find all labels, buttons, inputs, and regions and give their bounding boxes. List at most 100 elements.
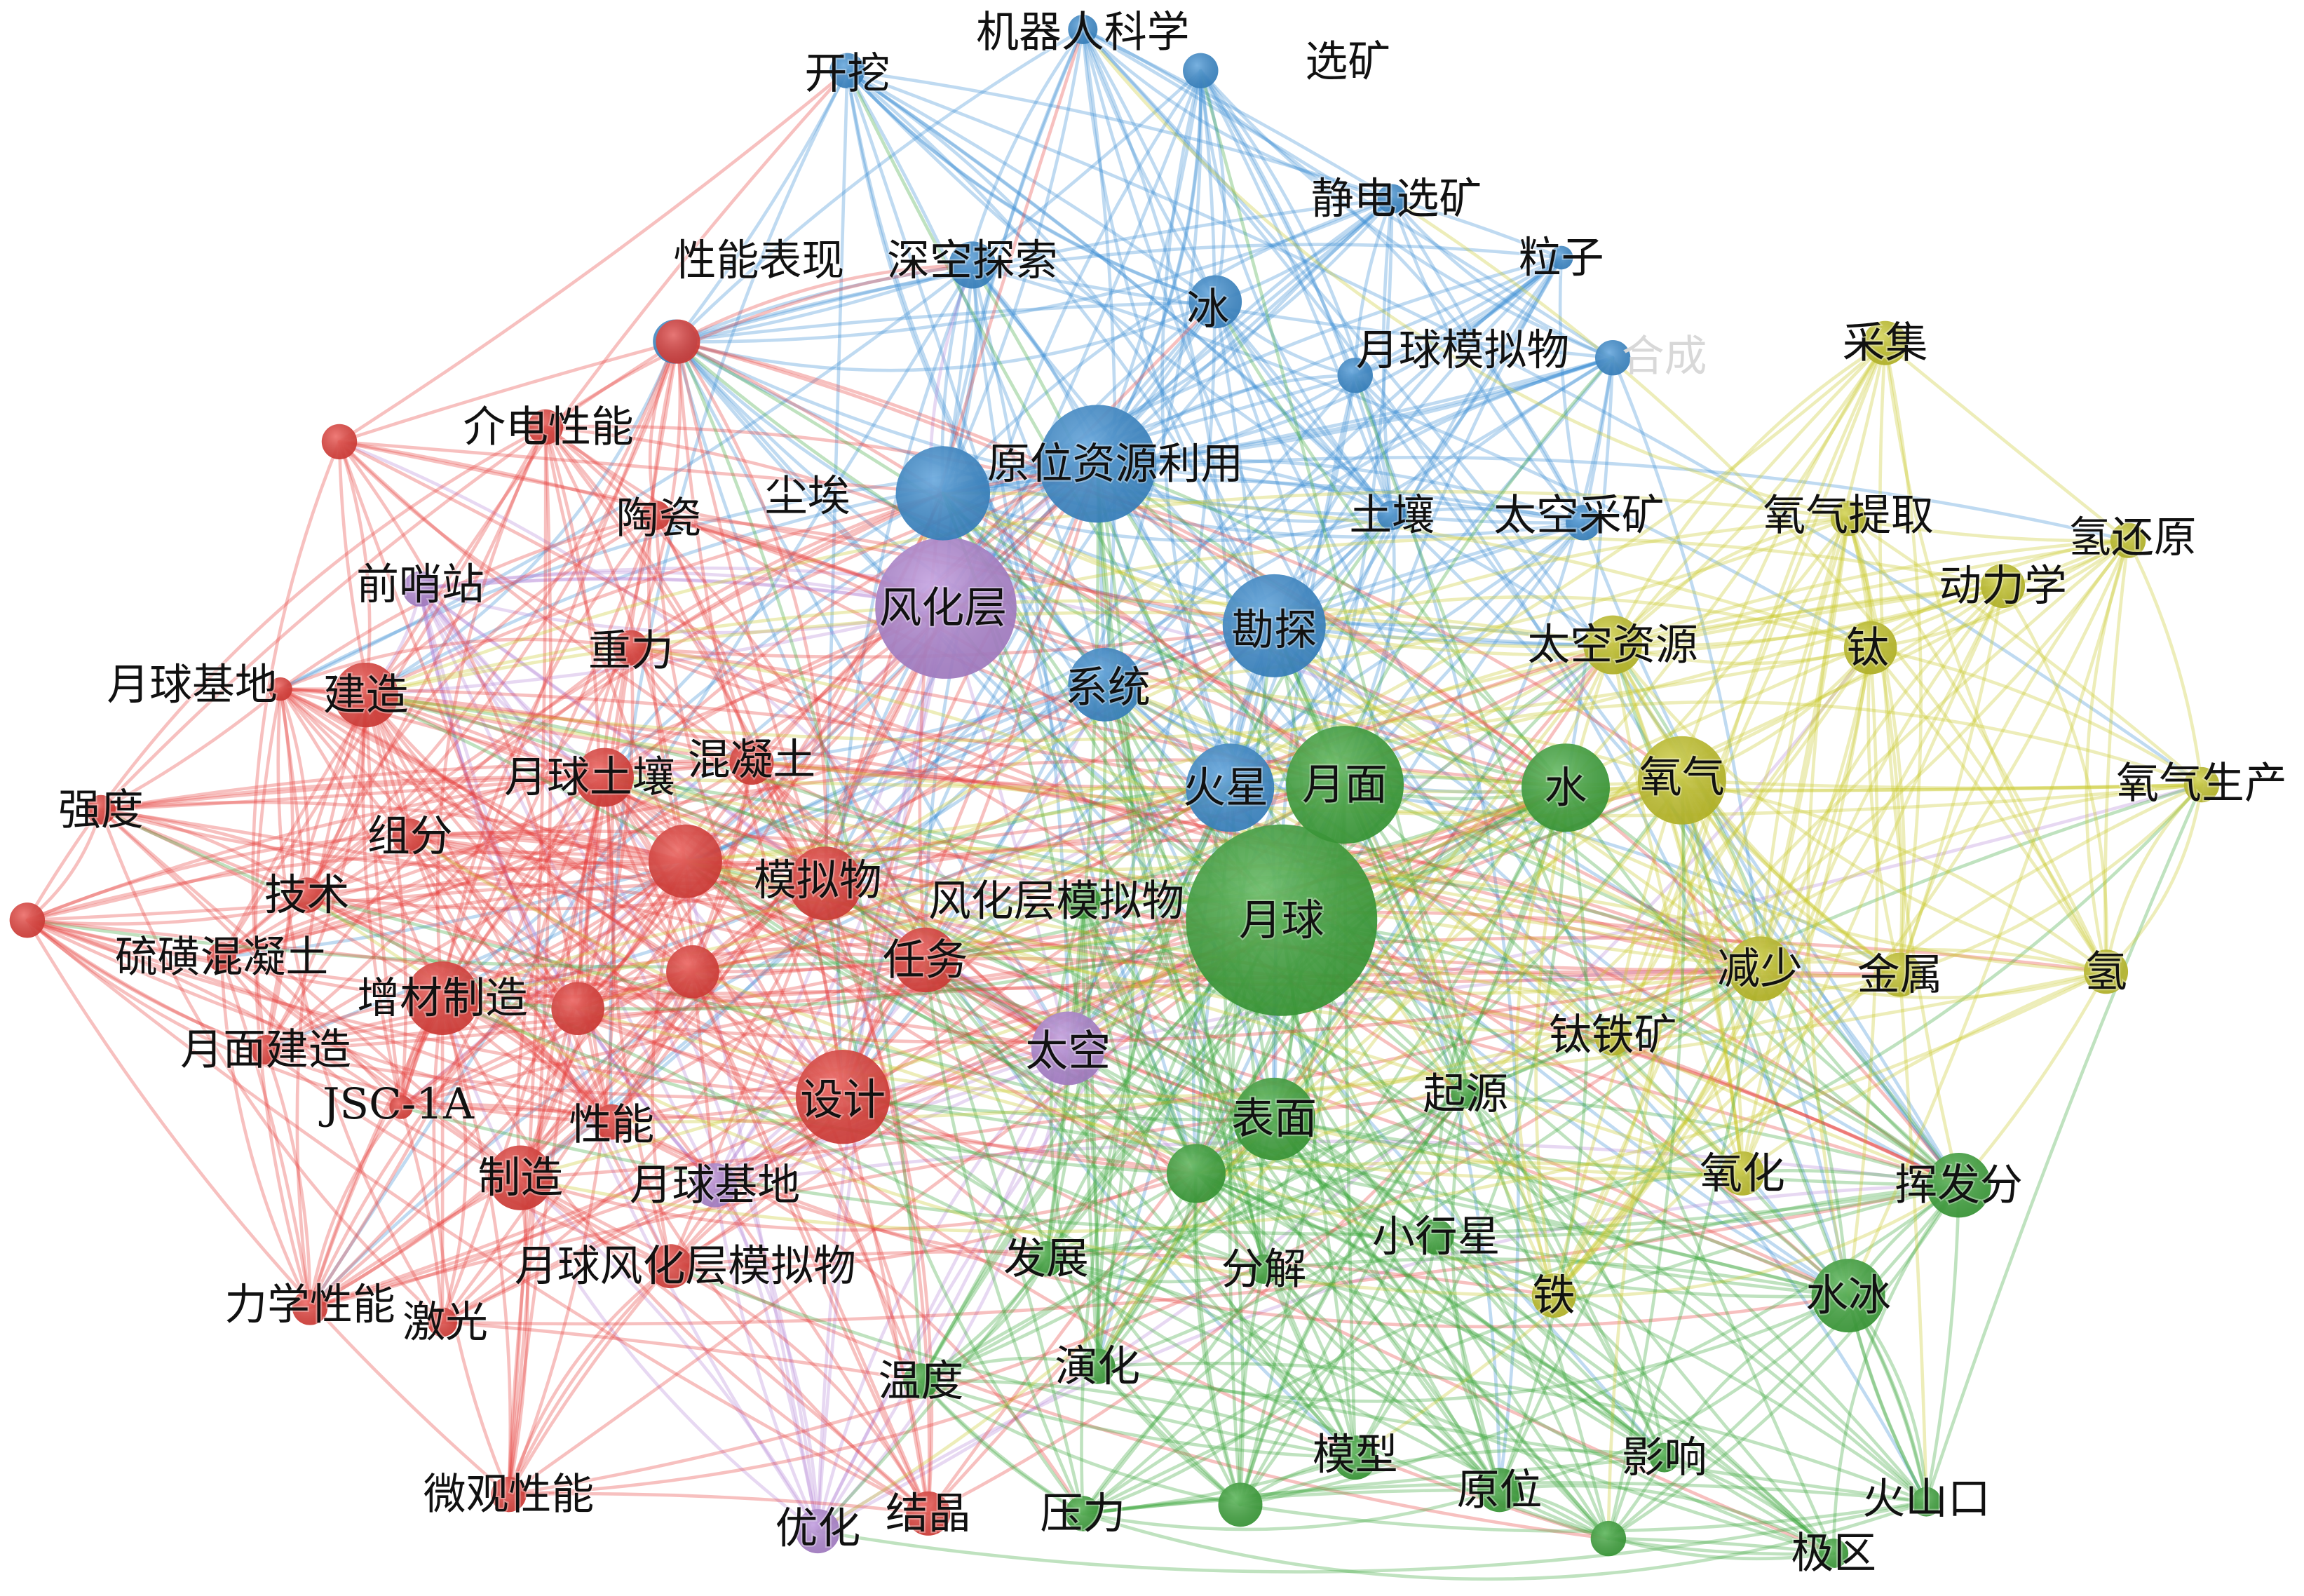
node-label: 氢 xyxy=(2085,947,2127,996)
network-edge xyxy=(408,834,614,1124)
network-edge xyxy=(823,881,1198,1175)
network-edge xyxy=(970,263,1615,360)
network-edge xyxy=(1096,462,1666,1459)
node-shading xyxy=(729,740,774,785)
network-edge xyxy=(507,1365,1099,1496)
node-shading xyxy=(1333,1435,1378,1480)
network-edge xyxy=(654,513,845,1099)
node-shading xyxy=(1583,615,1643,675)
network-edge xyxy=(923,643,1615,962)
network-edge xyxy=(399,776,607,1109)
node-label: JSC-1A xyxy=(318,1079,475,1129)
network-edge xyxy=(673,263,975,344)
network-edge xyxy=(1272,1117,1850,1297)
node-shading xyxy=(1981,564,2026,609)
network-edge xyxy=(1160,69,1232,790)
network-edge xyxy=(278,687,513,1496)
network-edge xyxy=(941,478,1585,525)
network-edge xyxy=(1758,516,1850,971)
network-edge xyxy=(923,462,1099,962)
node-label: 模型 xyxy=(1313,1430,1398,1480)
network-edge xyxy=(923,584,2005,962)
network-edge xyxy=(923,69,1202,962)
node-shading xyxy=(1720,1151,1765,1196)
network-edge xyxy=(1898,584,2005,977)
network-edge xyxy=(1846,516,1904,977)
node-shading xyxy=(574,748,634,807)
network-edge xyxy=(25,918,268,1052)
network-edge xyxy=(1611,341,1887,1040)
network-edge xyxy=(99,762,1762,971)
network-edge xyxy=(1611,646,1872,1040)
network-edge xyxy=(1044,1245,1266,1271)
node-shading xyxy=(1863,320,1908,365)
network-edge xyxy=(440,785,1568,1324)
network-edge xyxy=(440,1320,923,1383)
network-edge xyxy=(676,339,845,1099)
network-edge xyxy=(673,339,1666,1459)
network-edge xyxy=(305,339,680,897)
node-shading xyxy=(1843,621,1897,675)
network-edge xyxy=(440,996,820,1533)
network-edge xyxy=(278,687,1276,1121)
network-edge xyxy=(1272,1117,1960,1187)
network-edge xyxy=(610,1120,930,1515)
network-edge xyxy=(419,576,948,610)
network-edge xyxy=(1238,1267,1266,1507)
node-label: 氧化 xyxy=(1700,1149,1785,1198)
node-label: 任务 xyxy=(883,935,968,985)
network-edge xyxy=(1280,918,1928,1503)
network-edge xyxy=(1238,1448,1666,1507)
node-shading xyxy=(1522,743,1610,832)
network-edge xyxy=(25,918,403,1109)
network-edge xyxy=(264,687,294,1052)
network-edge xyxy=(1898,539,2130,977)
network-edge xyxy=(1463,783,2204,1096)
network-edge xyxy=(25,761,754,922)
network-edge xyxy=(1390,197,1585,525)
network-edge xyxy=(1238,785,1568,1507)
network-edge xyxy=(337,440,580,1010)
node-shading xyxy=(795,1050,890,1144)
network-edge xyxy=(676,339,1568,790)
network-edge xyxy=(941,197,1394,495)
node-label: 勘探 xyxy=(1231,605,1317,655)
network-edge xyxy=(408,834,845,1099)
network-edge xyxy=(1463,1092,1666,1459)
network-edge xyxy=(1758,584,2005,971)
network-edge xyxy=(1883,341,2130,542)
network-edge xyxy=(25,833,687,922)
network-edge xyxy=(941,492,1611,1541)
node-shading xyxy=(405,961,480,1036)
network-edge xyxy=(1280,918,1960,1187)
network-edge xyxy=(919,967,1762,1383)
network-edge xyxy=(2104,783,2204,974)
network-edge xyxy=(841,1095,1276,1121)
network-edge xyxy=(408,834,614,1124)
network-edge xyxy=(1434,1183,1960,1239)
network-edge xyxy=(823,881,1085,1515)
network-edge xyxy=(1272,1117,1611,1541)
network-edge xyxy=(1272,778,1684,1121)
network-edge xyxy=(1044,1257,1611,1541)
node-label: 钛 xyxy=(1846,623,1889,672)
network-edge xyxy=(518,1172,1198,1232)
network-edge xyxy=(364,693,2204,818)
network-edge xyxy=(543,425,927,962)
network-edge xyxy=(684,859,1276,1121)
nodes-layer xyxy=(9,14,2220,1569)
node-shading xyxy=(1065,1496,1101,1531)
node-shading xyxy=(692,1163,737,1208)
node-shading xyxy=(666,945,719,999)
network-edge xyxy=(841,1095,1850,1297)
network-edge xyxy=(219,859,687,959)
network-edge xyxy=(841,1095,1242,1507)
network-edge xyxy=(305,882,927,962)
network-edge xyxy=(1213,300,1394,518)
network-edge xyxy=(1552,516,1850,1297)
network-edge xyxy=(944,536,2005,610)
network-edge xyxy=(602,492,945,779)
node-label: 组分 xyxy=(367,811,453,861)
network-edge xyxy=(1081,899,1198,1175)
network-edge xyxy=(750,761,1070,1050)
